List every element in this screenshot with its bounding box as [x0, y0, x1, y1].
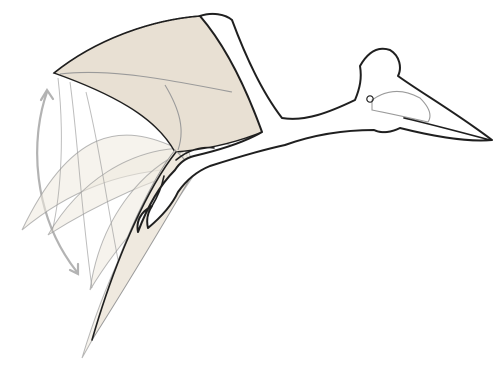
ghost-wing-arc-1: [52, 78, 61, 232]
